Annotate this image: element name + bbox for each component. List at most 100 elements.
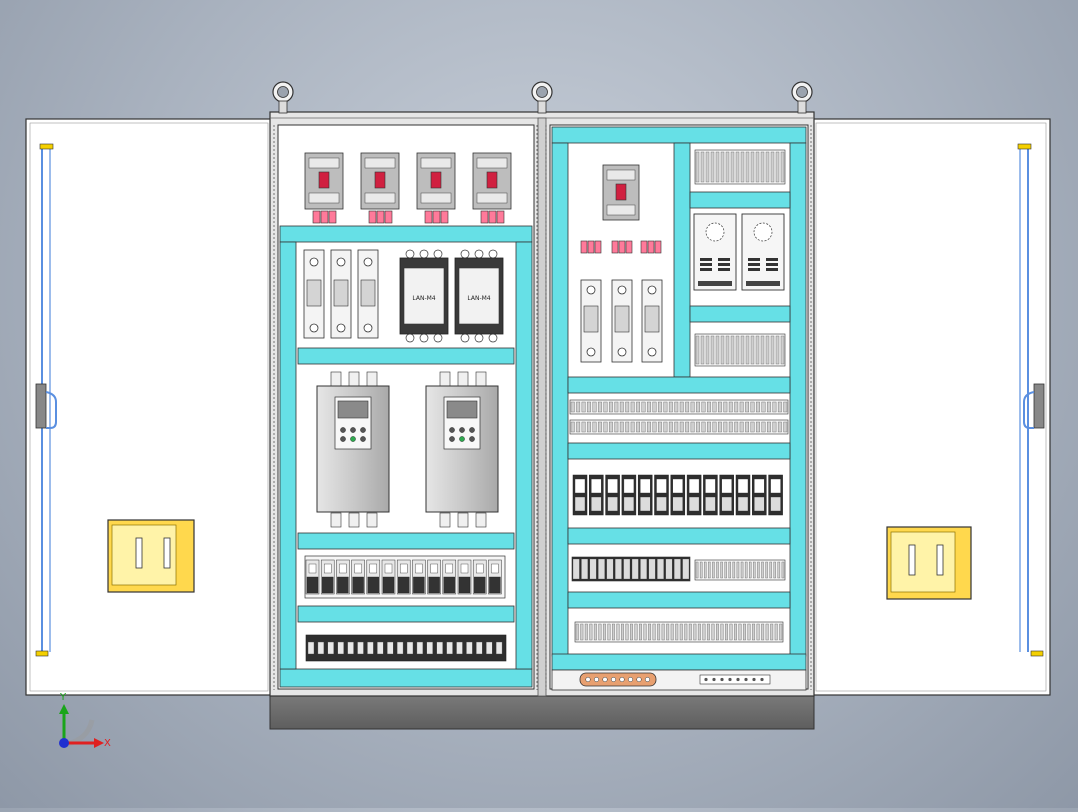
terminal	[715, 151, 720, 183]
contactor-terminal	[474, 249, 484, 259]
terminal	[716, 623, 719, 641]
terminal	[777, 561, 781, 579]
terminal	[755, 151, 760, 183]
breaker-handle	[318, 171, 330, 189]
relay-window	[476, 563, 484, 574]
ground-screw	[752, 677, 756, 682]
terminal	[777, 421, 782, 433]
fuse-screw	[617, 285, 627, 295]
contactor-face	[403, 267, 445, 325]
terminal	[745, 401, 750, 413]
terminal	[765, 623, 769, 641]
terminal	[700, 335, 705, 365]
terminal	[640, 558, 648, 580]
terminal-block	[694, 149, 786, 185]
terminal-block	[574, 621, 784, 643]
terminal	[570, 401, 575, 413]
terminal	[720, 335, 725, 365]
terminal	[734, 623, 737, 641]
mcb-pole	[432, 210, 441, 224]
psu-vent	[718, 268, 730, 271]
contactor-face	[458, 267, 500, 325]
contactor-terminal	[433, 333, 443, 343]
terminal	[572, 558, 580, 580]
terminal	[658, 421, 662, 433]
relay-socket	[428, 576, 440, 594]
terminal-block-mid	[694, 333, 786, 367]
terminal	[704, 561, 707, 579]
terminal	[674, 401, 679, 413]
terminal	[781, 561, 785, 579]
left-door-handle[interactable]	[107, 519, 195, 593]
terminal	[695, 335, 700, 365]
terminal	[725, 151, 730, 183]
relay-socket	[474, 576, 486, 594]
terminal-strips-bottom	[571, 556, 786, 643]
terminal-rows	[569, 399, 789, 435]
terminal	[690, 421, 695, 433]
terminal	[609, 401, 613, 413]
mcb-pole	[625, 240, 633, 254]
mcb-pole	[496, 210, 505, 224]
terminal	[750, 151, 755, 183]
terminal	[750, 401, 755, 413]
breaker-handle	[486, 171, 498, 189]
ground-screw	[636, 676, 642, 683]
terminal	[685, 401, 690, 413]
terminal	[690, 401, 695, 413]
relay-window	[574, 478, 586, 494]
terminal	[603, 421, 608, 433]
mcb-pole	[480, 210, 489, 224]
terminal	[744, 561, 748, 579]
mcb-pole	[594, 240, 602, 254]
terminal	[446, 641, 453, 655]
isolator-window	[333, 279, 349, 307]
terminal	[739, 401, 744, 413]
psu-vent	[748, 258, 760, 261]
terminal-block-top	[694, 149, 786, 185]
relay-window	[384, 563, 393, 574]
terminal	[598, 623, 602, 641]
vfd-key	[340, 427, 346, 433]
mcb-pole	[376, 210, 385, 224]
breaker-terminals	[476, 157, 508, 169]
terminal	[673, 558, 681, 580]
psu-vent	[748, 268, 760, 271]
right-door-handle[interactable]	[886, 526, 972, 600]
terminal	[749, 561, 752, 579]
terminal	[765, 335, 770, 365]
relay-socket	[352, 576, 364, 594]
relay-socket	[443, 576, 455, 594]
terminal	[347, 641, 354, 655]
contactor-terminal	[419, 333, 429, 343]
terminal	[652, 421, 657, 433]
terminal	[661, 623, 665, 641]
relay-window	[400, 563, 408, 574]
terminal	[685, 421, 690, 433]
terminal	[621, 623, 624, 641]
vfd-lug	[439, 512, 451, 528]
terminal	[580, 623, 584, 641]
terminal	[466, 641, 473, 655]
terminal	[715, 335, 720, 365]
terminal	[761, 623, 765, 641]
terminal-block	[571, 556, 691, 582]
breaker-terminals	[420, 157, 452, 169]
terminal	[775, 151, 780, 183]
left-door-rod	[35, 143, 57, 657]
vfd-key	[449, 436, 455, 442]
mcb-pole	[640, 240, 648, 254]
relay-contacts	[705, 496, 716, 512]
terminal	[598, 421, 602, 433]
terminal	[745, 151, 750, 183]
terminal	[634, 623, 638, 641]
terminal	[701, 401, 706, 413]
breaker-terminals	[364, 157, 396, 169]
relay-window	[415, 563, 423, 574]
terminal	[761, 561, 764, 579]
terminal	[760, 151, 765, 183]
terminal	[752, 623, 756, 641]
relay-window	[721, 478, 732, 494]
fuse-screw	[586, 347, 596, 357]
mcb-pole	[368, 210, 377, 224]
